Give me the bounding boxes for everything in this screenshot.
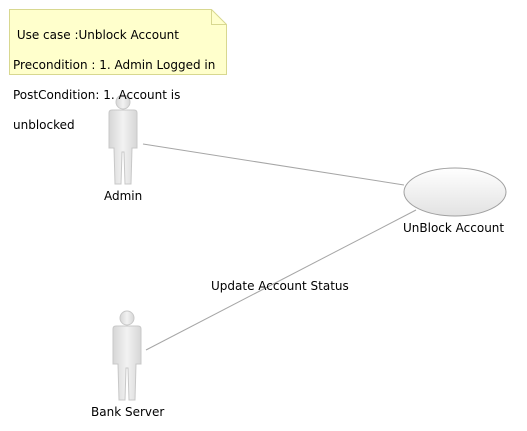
note-shape xyxy=(9,9,227,75)
actor-admin-label: Admin xyxy=(104,189,143,203)
note-line-postcondition-cont: unblocked xyxy=(13,118,75,132)
actor-bank-server-head xyxy=(119,310,135,326)
actor-bank-server-label: Bank Server xyxy=(91,405,165,419)
actor-bank-server-figure[interactable] xyxy=(112,310,142,401)
actor-admin-head xyxy=(115,94,131,110)
note-box[interactable] xyxy=(9,9,227,75)
note-text: Use case :Unblock Account Precondition :… xyxy=(13,13,225,148)
usecase-label: UnBlock Account xyxy=(403,221,505,235)
actor-admin-body xyxy=(108,109,138,185)
note-line-precondition: Precondition : 1. Admin Logged in xyxy=(13,58,216,72)
note-fold-corner xyxy=(211,9,227,25)
actor-admin-figure[interactable] xyxy=(108,94,138,185)
note-line-usecase: Use case :Unblock Account xyxy=(13,28,179,42)
usecase-ellipse[interactable] xyxy=(403,167,507,217)
association-label: Update Account Status xyxy=(211,279,349,293)
association-line-admin[interactable] xyxy=(142,143,405,186)
association-line-bank-server[interactable] xyxy=(145,209,417,351)
actor-bank-server-body xyxy=(112,325,142,401)
note-line-postcondition: PostCondition: 1. Account is xyxy=(13,88,181,102)
